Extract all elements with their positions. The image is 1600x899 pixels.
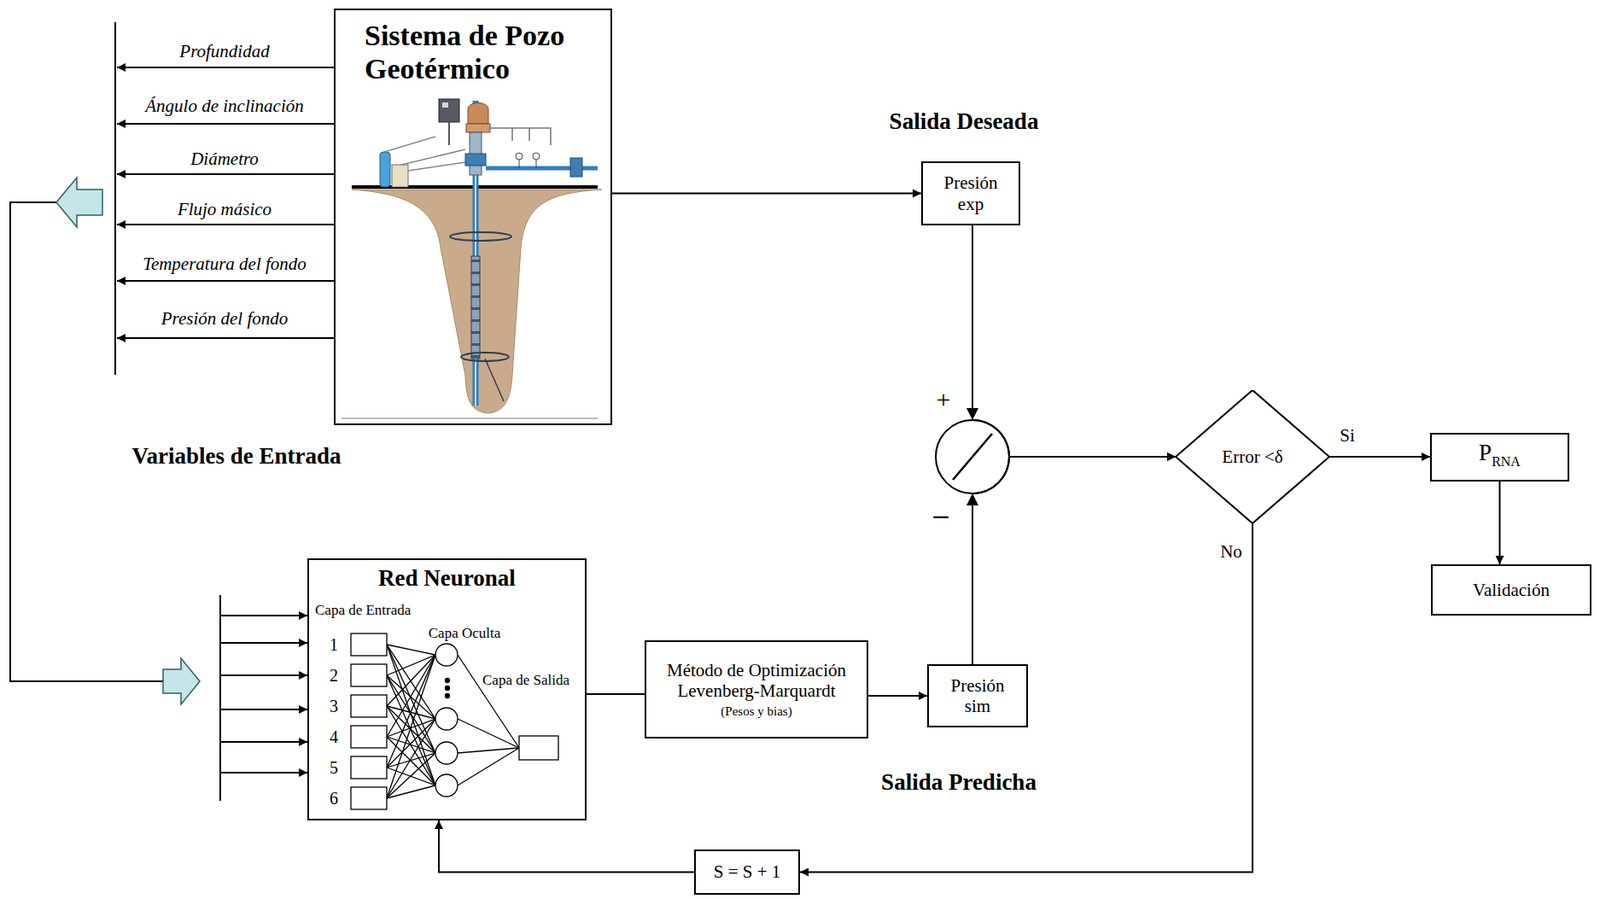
process-box: Validación [1430, 564, 1592, 616]
network-link [386, 654, 436, 768]
section-heading: Salida Predicha [881, 769, 1037, 796]
process-box: Método de Optimización Levenberg-Marquar… [644, 640, 869, 739]
input-number: 6 [329, 788, 339, 809]
input-variable: Diámetro [190, 148, 259, 170]
input-variable: Temperatura del fondo [142, 253, 307, 275]
connector-arrow [972, 456, 1176, 665]
input-number: 2 [329, 665, 339, 686]
input-variable: Flujo másico [177, 198, 272, 220]
edge-label: No [1218, 541, 1244, 562]
result-box: PRNA [1430, 432, 1570, 482]
input-number: 5 [329, 758, 339, 778]
system-panel: Sistema de Pozo Geotérmico [333, 8, 613, 426]
layer-name: Capa de Salida [482, 671, 570, 690]
node-text: S = S + 1 [713, 861, 782, 882]
well-illustration [341, 99, 602, 419]
connector-arrow [612, 192, 922, 195]
connector-arrow [1329, 455, 1431, 458]
network-link [457, 654, 520, 748]
layer-name: Capa Oculta [428, 624, 502, 643]
input-variable: Presión del fondo [161, 308, 289, 329]
network-link [386, 654, 436, 707]
input-variable: Profundidad [179, 40, 269, 62]
section-heading: Salida Deseada [889, 108, 1040, 135]
node-subtext: (Pesos y bias) [720, 704, 792, 719]
network-link [386, 675, 436, 754]
diamond-shape [1175, 390, 1330, 524]
node-text: Presión sim [942, 675, 1013, 717]
section-heading: Variables de Entrada [131, 443, 341, 470]
node-text: Sistema de Pozo Geotérmico [364, 18, 602, 86]
input-arrows [10, 22, 334, 801]
network-link [386, 654, 436, 799]
connector-arrow [438, 820, 695, 873]
connector-arrow [1499, 481, 1501, 565]
input-number: 1 [329, 635, 339, 655]
network-link [386, 753, 436, 799]
block-arrow [56, 177, 103, 228]
network-link [386, 706, 436, 786]
connector-arrow [868, 694, 928, 697]
network-link [386, 718, 436, 799]
network-link [386, 785, 436, 799]
network-panel: Red Neuronal [307, 558, 587, 821]
decision-diamond: Error <δ [1175, 390, 1330, 524]
node-text: Validación [1472, 579, 1550, 601]
node-subtext: RNA [1491, 454, 1521, 470]
counter-box: S = S + 1 [694, 849, 800, 895]
node-text: Método de Optimización Levenberg-Marquar… [653, 659, 860, 701]
network-link [386, 644, 436, 655]
network-link [457, 718, 520, 748]
network-link [386, 654, 436, 737]
network-drawing [350, 633, 559, 810]
sign-symbol: + [936, 385, 952, 415]
block-arrow [163, 658, 200, 705]
connector-arrow [586, 693, 645, 695]
network-link [457, 747, 520, 754]
layer-name: Capa de Entrada [315, 601, 411, 619]
network-link [457, 747, 520, 786]
comparator-circle [935, 408, 1010, 506]
input-number: 4 [329, 727, 339, 748]
network-link [386, 644, 436, 719]
sign-symbol: – [934, 497, 949, 532]
process-box: Presión sim [927, 664, 1028, 728]
network-link [386, 644, 436, 786]
node-text: P [1478, 439, 1492, 467]
connector-arrow [972, 225, 1176, 457]
network-link [386, 644, 436, 754]
input-variable: Ángulo de inclinación [145, 95, 304, 117]
node-text: Red Neuronal [378, 565, 516, 592]
node-text: Error <δ [1221, 446, 1283, 468]
node-text: Presión exp [935, 172, 1006, 214]
process-box: Presión exp [921, 161, 1021, 226]
edge-label: Si [1337, 425, 1357, 446]
input-number: 3 [329, 696, 339, 717]
